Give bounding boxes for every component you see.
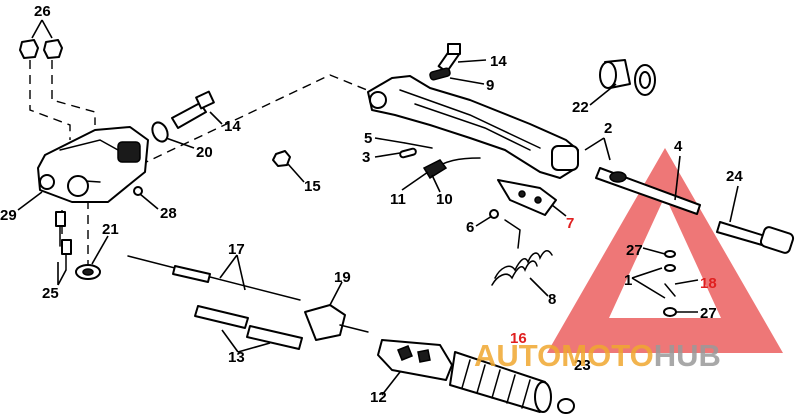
part-tiller-arm-2 — [367, 75, 579, 179]
part-spring-8 — [491, 219, 553, 286]
part-bushing-22 — [599, 59, 656, 96]
callout-18: 18 — [700, 275, 717, 292]
part-pins-3-5 — [399, 142, 433, 159]
callout-labels: 26 14 14 9 22 2 4 24 5 3 20 15 11 10 6 7… — [0, 3, 743, 406]
callout-1: 1 — [624, 272, 632, 289]
watermark-hub: HUB — [654, 338, 721, 373]
part-sleeves-13 — [194, 305, 303, 350]
callout-2: 2 — [604, 120, 612, 137]
callout-12: 12 — [370, 389, 387, 406]
watermark-auto: AUTO — [474, 338, 561, 373]
callout-16: 16 — [510, 330, 527, 347]
watermark-moto: MOTO — [561, 338, 653, 373]
callout-14-top: 14 — [490, 53, 507, 70]
part-bolt-14b — [437, 43, 461, 73]
callout-25: 25 — [42, 285, 59, 302]
callout-23: 23 — [574, 357, 591, 374]
svg-text:AUTOMOTOHUB: AUTOMOTOHUB — [474, 338, 721, 373]
callout-27-top: 27 — [626, 242, 643, 259]
part-shaft-4 — [595, 167, 701, 215]
part-cup-21 — [75, 264, 101, 280]
part-throttle-19 — [304, 304, 369, 341]
callout-5: 5 — [364, 130, 372, 147]
callout-9: 9 — [486, 77, 494, 94]
callout-13: 13 — [228, 349, 245, 366]
part-cap-23 — [557, 398, 575, 414]
callout-27-bottom: 27 — [700, 305, 717, 322]
part-handle-16 — [449, 351, 552, 413]
callout-22: 22 — [572, 99, 589, 116]
part-bolts-25 — [55, 211, 72, 271]
part-bolt-14a — [171, 90, 215, 129]
part-cable-17 — [127, 255, 301, 301]
callout-15: 15 — [304, 178, 321, 195]
callout-21: 21 — [102, 221, 119, 238]
callout-6: 6 — [466, 219, 474, 236]
callout-8: 8 — [548, 291, 556, 308]
part-screw-28 — [133, 186, 143, 196]
callout-19: 19 — [334, 269, 351, 286]
watermark-logo: AUTOMOTOHUB — [474, 338, 721, 373]
callout-26: 26 — [34, 3, 51, 20]
callout-10: 10 — [436, 191, 453, 208]
part-lever-10 — [422, 157, 481, 180]
part-plate-7 — [497, 179, 557, 216]
callout-7: 7 — [566, 215, 574, 232]
callout-24: 24 — [726, 168, 743, 185]
callout-3: 3 — [362, 149, 370, 166]
callout-28: 28 — [160, 205, 177, 222]
callout-4: 4 — [674, 138, 683, 155]
callout-14-left: 14 — [224, 118, 241, 135]
part-small-items-1-18-27 — [663, 250, 677, 317]
callout-11: 11 — [390, 191, 406, 208]
part-nuts-26 — [19, 39, 63, 59]
part-pin-9 — [429, 67, 451, 81]
callout-leaders — [17, 19, 739, 396]
part-bracket-29 — [37, 126, 149, 203]
callout-29: 29 — [0, 207, 17, 224]
part-nut-15 — [272, 150, 291, 167]
part-washer-20 — [151, 121, 169, 143]
callout-17: 17 — [228, 241, 245, 258]
watermark-triangle — [547, 148, 783, 353]
part-grip-12 — [377, 339, 453, 381]
part-sensor-24 — [716, 221, 795, 254]
callout-20: 20 — [196, 144, 213, 161]
